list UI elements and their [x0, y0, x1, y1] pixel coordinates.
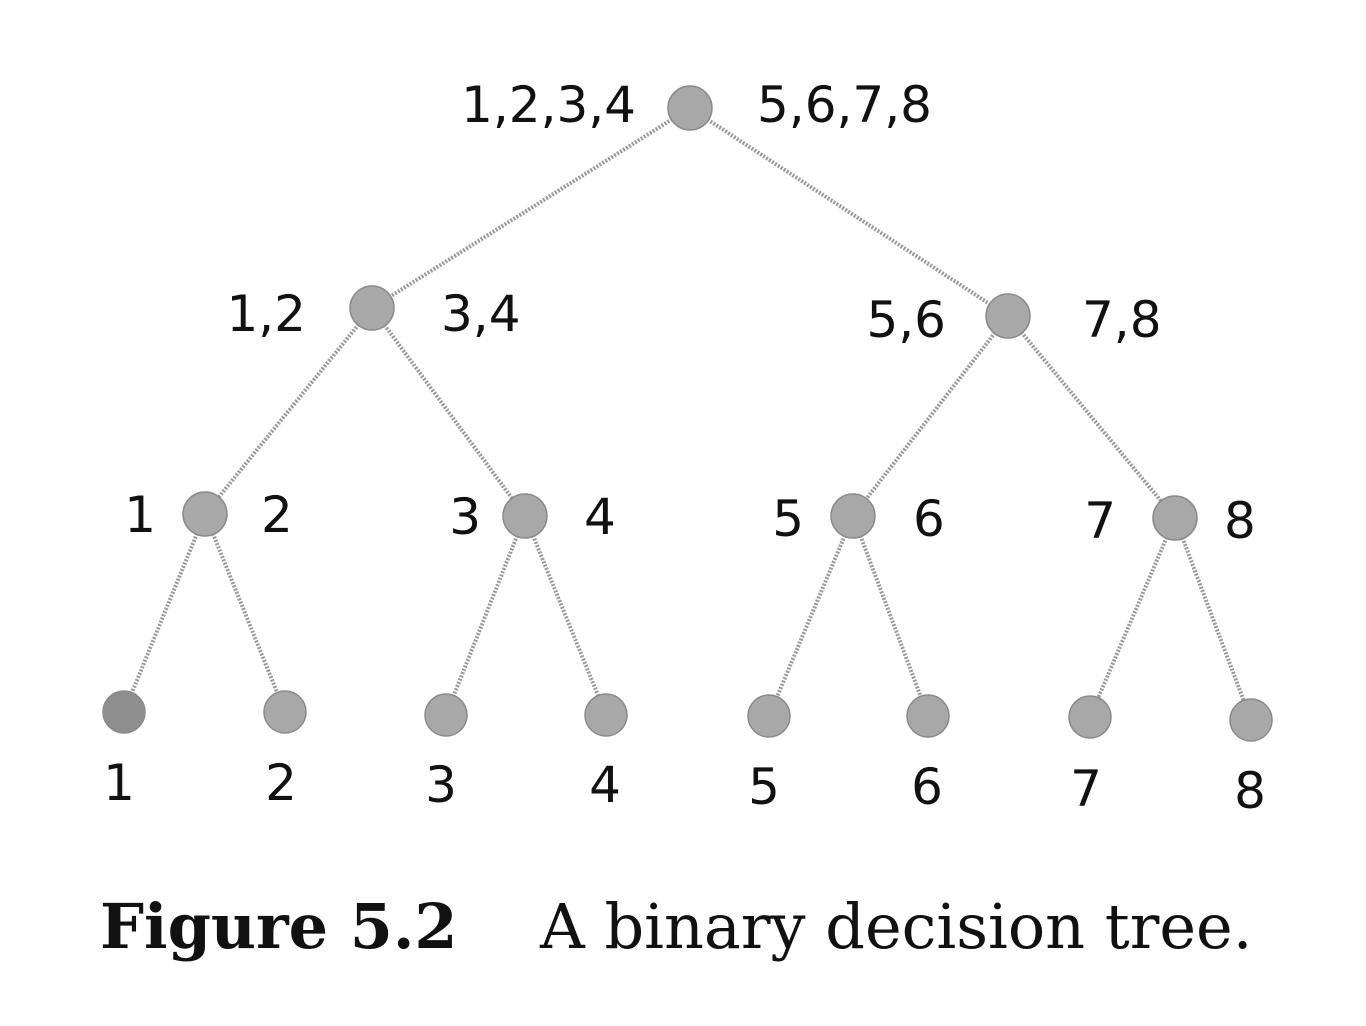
root-right-label: 5,6,7,8 — [757, 76, 932, 134]
edge-root-left — [370, 106, 692, 310]
edge-r1-right — [1006, 314, 1177, 520]
edge-l1-left — [203, 306, 374, 516]
figure-caption-text: A binary decision tree. — [540, 890, 1253, 963]
n3-4-left-label: 3 — [449, 488, 481, 546]
n12-34-left-label: 1,2 — [226, 285, 306, 343]
edge-n34-leaf3 — [444, 515, 527, 716]
node-3-4 — [502, 493, 548, 539]
leaf-label-3: 3 — [425, 756, 457, 814]
leaf-label-8: 8 — [1234, 762, 1266, 820]
node-root — [667, 85, 713, 131]
leaf-label-2: 2 — [265, 754, 297, 812]
edge-n56-leaf5 — [767, 515, 855, 717]
edge-n78-leaf8 — [1173, 517, 1253, 721]
n1-2-left-label: 1 — [124, 486, 156, 544]
leaf-node-3 — [424, 693, 468, 737]
leaf-label-5: 5 — [748, 758, 780, 816]
node-12-34 — [349, 285, 395, 331]
n1-2-right-label: 2 — [261, 486, 293, 544]
n56-78-left-label: 5,6 — [866, 291, 946, 349]
leaf-node-7 — [1068, 695, 1112, 739]
edge-l1-right — [370, 306, 527, 518]
figure-number: Figure 5.2 — [100, 890, 458, 963]
root-left-label: 1,2,3,4 — [461, 76, 636, 134]
leaf-label-7: 7 — [1070, 760, 1102, 818]
leaf-node-2 — [263, 690, 307, 734]
leaf-node-5 — [747, 694, 791, 738]
edge-n12-leaf1 — [122, 513, 207, 713]
leaf-label-6: 6 — [911, 758, 943, 816]
node-56-78 — [985, 293, 1031, 339]
node-7-8 — [1152, 495, 1198, 541]
figure-caption: Figure 5.2 A binary decision tree. — [100, 890, 1300, 963]
n56-78-right-label: 7,8 — [1082, 291, 1162, 349]
n7-8-right-label: 8 — [1224, 492, 1256, 550]
leaf-node-6 — [906, 694, 950, 738]
leaf-node-8 — [1229, 698, 1273, 742]
edge-root-right — [688, 106, 1010, 318]
edge-n78-leaf7 — [1088, 517, 1177, 718]
leaf-node-1 — [102, 690, 146, 734]
leaf-label-1: 1 — [103, 754, 135, 812]
edge-n12-leaf2 — [203, 513, 287, 713]
leaf-nodes — [102, 690, 1273, 742]
n7-8-left-label: 7 — [1084, 492, 1116, 550]
n3-4-right-label: 4 — [584, 488, 616, 546]
edge-n34-leaf4 — [523, 515, 608, 716]
edge-n56-leaf6 — [851, 515, 930, 717]
n5-6-right-label: 6 — [913, 490, 945, 548]
node-1-2 — [182, 491, 228, 537]
leaf-labels: 1 2 3 4 5 6 7 8 — [103, 754, 1266, 820]
tree-edges — [122, 106, 1253, 721]
node-5-6 — [830, 493, 876, 539]
internal-nodes — [182, 85, 1198, 541]
leaf-label-4: 4 — [589, 756, 621, 814]
split-labels: 1,2,3,4 5,6,7,8 1,2 3,4 5,6 7,8 1 2 3 4 … — [124, 76, 1256, 550]
edge-r1-left — [851, 314, 1010, 518]
n5-6-left-label: 5 — [772, 490, 804, 548]
n12-34-right-label: 3,4 — [441, 285, 521, 343]
leaf-node-4 — [584, 693, 628, 737]
